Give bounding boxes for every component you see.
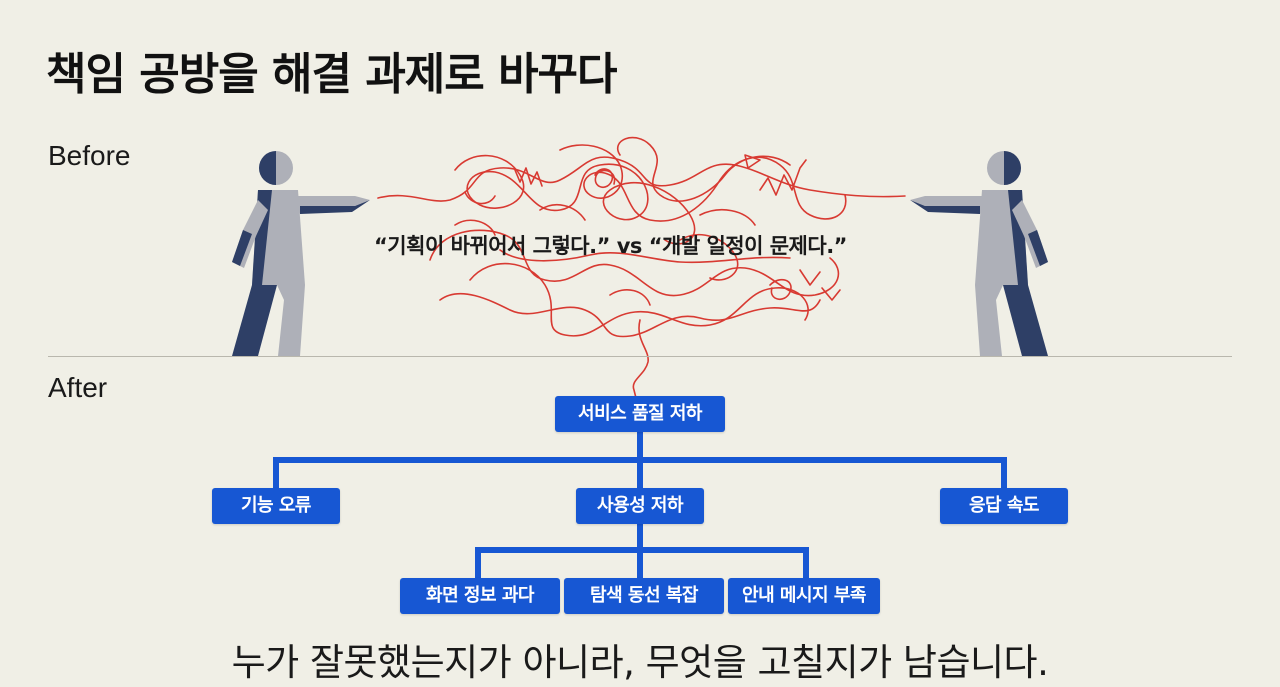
tangled-scribble xyxy=(377,136,906,399)
tree-node-response-speed: 응답 속도 xyxy=(940,488,1068,524)
before-label: Before xyxy=(48,140,131,171)
tree-connectors xyxy=(273,429,1007,581)
tree-node-complex-navigation: 탐색 동선 복잡 xyxy=(564,578,724,614)
right-person-figure xyxy=(910,151,1048,356)
blame-quote: “기획이 바뀌어서 그렇다.” vs “개발 일정이 문제다.” xyxy=(374,234,847,258)
tree-node-functional-error: 기능 오류 xyxy=(212,488,340,524)
tree-node-usability-decline: 사용성 저하 xyxy=(576,488,704,524)
after-label: After xyxy=(48,372,108,403)
conclusion-text: 누가 잘못했는지가 아니라, 무엇을 고칠지가 남습니다. xyxy=(231,641,1049,684)
left-person-figure xyxy=(232,151,370,356)
tree-node-screen-info-overload: 화면 정보 과다 xyxy=(400,578,560,614)
tree-node-insufficient-guidance: 안내 메시지 부족 xyxy=(728,578,880,614)
tree-node-root: 서비스 품질 저하 xyxy=(555,396,725,432)
section-divider xyxy=(48,356,1232,357)
page-title: 책임 공방을 해결 과제로 바꾸다 xyxy=(46,49,618,100)
